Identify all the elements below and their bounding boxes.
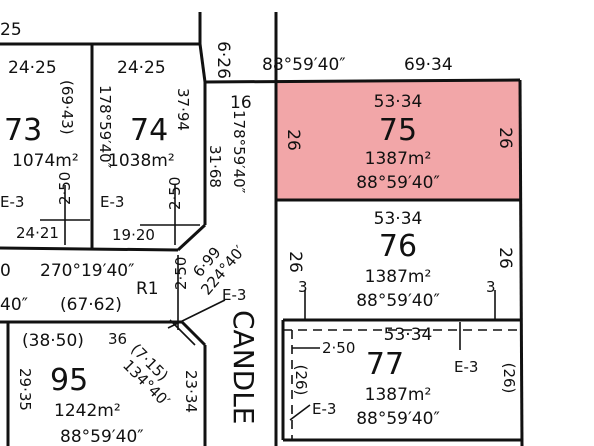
lot-77-right-dim: (26) [500, 363, 518, 394]
lot-75-fill [276, 80, 520, 200]
road-name: CANDLE [227, 310, 260, 425]
lot-73-easement: E-3 [0, 193, 24, 211]
lot-74-bottom-dim: 19·20 [112, 226, 155, 244]
lower-ease-width: 2·50 [172, 257, 190, 290]
lot-76-number: 76 [379, 229, 417, 264]
lot-75-bearing: 88°59′40″ [356, 173, 440, 193]
lot-77-left-dim: (26) [292, 365, 310, 396]
lot-boundaries [0, 12, 524, 446]
top-length: 69·34 [404, 55, 453, 75]
lot-77-bearing: 88°59′40″ [356, 409, 440, 429]
lot-73-top-dim: 24·25 [8, 58, 57, 78]
lot-73-ease-width: 2·50 [56, 172, 74, 205]
lower-bearing: 270°19′40″ [40, 261, 134, 281]
top-bearing: 88°59′40″ [262, 55, 346, 75]
lot-76-right-dim: 26 [495, 247, 515, 269]
road-frontage-dim: 31·68 [206, 145, 224, 188]
lot-74-right-dim: 37·94 [174, 88, 192, 131]
lot-77-easement-a: E-3 [454, 358, 478, 376]
reserve-r1: R1 [136, 279, 159, 299]
lot-16-label: 16 [230, 93, 252, 113]
lower-dist: (67·62) [60, 295, 122, 315]
lot-95-right-dim: 23·34 [182, 370, 200, 413]
lot-73-side-dim: (69·43) [58, 80, 76, 135]
lot-75-number: 75 [379, 113, 417, 148]
lot-74-number: 74 [130, 113, 168, 148]
lower-partial: 0 [0, 261, 11, 281]
lot-95-number: 95 [50, 363, 88, 398]
lot-75-top-dim: 53·34 [374, 92, 423, 112]
lot-74-area: 1038m² [108, 151, 175, 171]
lot-73-bottom-dim: 24·21 [16, 224, 59, 242]
lot-75-left-dim: 26 [283, 129, 303, 151]
lot-74-top-dim: 24·25 [117, 58, 166, 78]
lot-77-area: 1387m² [365, 385, 432, 405]
lot-95-left-dim: 29·35 [16, 368, 34, 411]
lot-76-bearing: 88°59′40″ [356, 291, 440, 311]
lot-73-number: 73 [4, 113, 42, 148]
lot-75-right-dim: 26 [495, 127, 515, 149]
lot-76-top-dim: 53·34 [374, 209, 423, 229]
top-width-dim: 6·26 [213, 41, 233, 79]
lot-76-ease-left: 3 [298, 278, 308, 296]
lower-bearing-partial: 40″ [0, 295, 28, 315]
lot-76-left-dim: 26 [285, 251, 305, 273]
lot-77-number: 77 [366, 347, 404, 382]
lot-95-top-dim: (38·50) [22, 331, 84, 351]
lot-95-corner-dim: 36 [108, 330, 127, 348]
lot-77-easement-b: E-3 [312, 400, 336, 418]
lot-74-left-bearing: 178°59′40″ [96, 85, 114, 169]
lot-77-top-dim: 53·34 [384, 325, 433, 345]
road-left-bearing: 178°59′40″ [230, 110, 248, 194]
lot-95-bearing: 88°59′40″ [60, 427, 144, 446]
lower-easement: E-3 [222, 286, 246, 304]
lot-76-ease-right: 3 [486, 278, 496, 296]
lot-95-area: 1242m² [54, 401, 121, 421]
lot-74-ease-width: 2·50 [166, 177, 184, 210]
lot-73-area: 1074m² [12, 151, 79, 171]
lot-76-area: 1387m² [365, 267, 432, 287]
lot-75-area: 1387m² [365, 149, 432, 169]
easements [40, 185, 522, 440]
lot-77-ease-width: 2·50 [322, 339, 355, 357]
top-partial-dim: 25 [0, 20, 22, 40]
lot-74-easement: E-3 [100, 193, 124, 211]
